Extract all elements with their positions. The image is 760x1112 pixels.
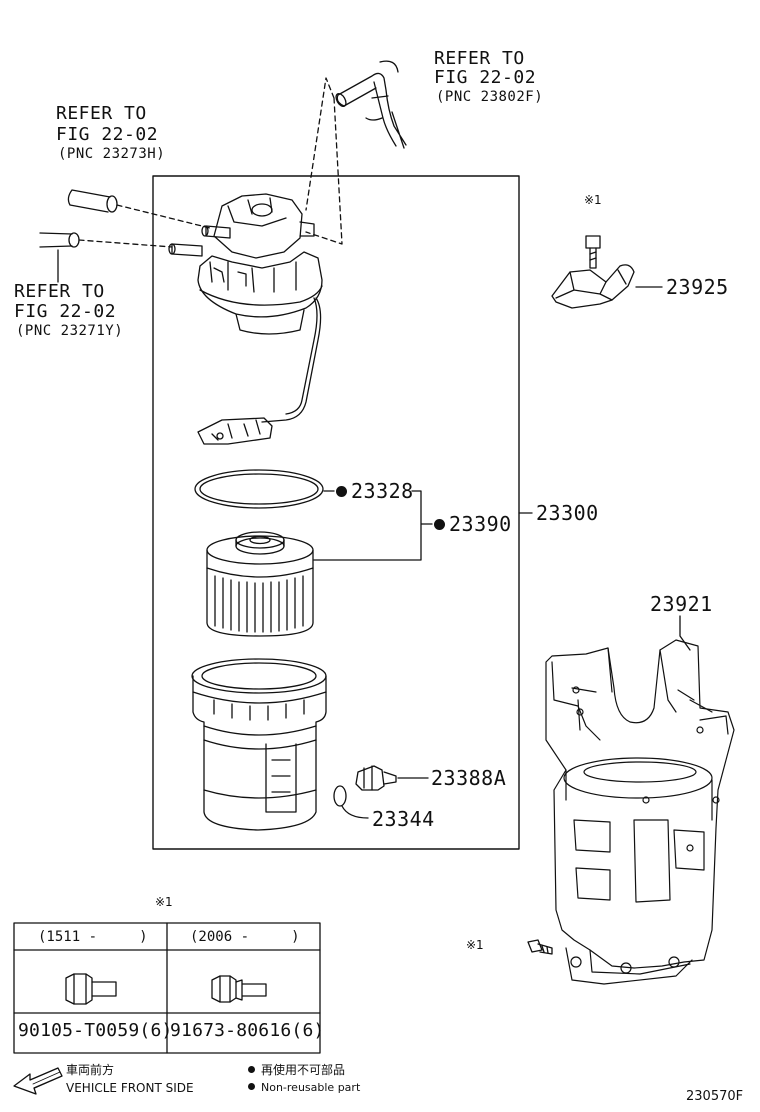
ref-23271y-pnc: (PNC 23271Y) bbox=[16, 323, 124, 339]
ref-23271y-line2: FIG 22-02 bbox=[14, 301, 117, 322]
ref-23271y-line1: REFER TO bbox=[14, 281, 105, 302]
bracket-23925 bbox=[551, 264, 635, 309]
table-col1-part-number: 90105-T0059(6) bbox=[18, 1020, 173, 1041]
leader-23921 bbox=[679, 615, 691, 651]
dashed-line-23273h bbox=[116, 204, 211, 229]
o-ring-23344 bbox=[333, 785, 347, 807]
hose-23273h bbox=[67, 189, 118, 213]
leader-bracket bbox=[313, 490, 433, 561]
bolt-icon-91673 bbox=[211, 975, 267, 1003]
parts-table bbox=[13, 922, 321, 1054]
note-mark-table: ※1 bbox=[155, 895, 173, 909]
dashed-line-23271y bbox=[78, 239, 173, 248]
legend-nonreuse-jp: 再使用不可部品 bbox=[248, 1064, 345, 1076]
nonreusable-dot-icon bbox=[248, 1083, 255, 1090]
table-col1-header: (1511 - ) bbox=[38, 929, 148, 945]
sensor-connector bbox=[197, 417, 273, 445]
nonreusable-dot-icon bbox=[336, 486, 347, 497]
legend-nonreuse-jp-text: 再使用不可部品 bbox=[261, 1063, 346, 1077]
part-23390-number: 23390 bbox=[449, 512, 512, 536]
ref-23802f-line2: FIG 22-02 bbox=[434, 67, 537, 88]
leader-23344 bbox=[341, 805, 369, 819]
bolt-icon-23925 bbox=[585, 235, 601, 269]
ref-23273h-line2: FIG 22-02 bbox=[56, 124, 159, 145]
drain-plug-23388a bbox=[355, 765, 397, 791]
note-mark-23921: ※1 bbox=[466, 938, 484, 952]
figure-code: 230570F bbox=[686, 1089, 744, 1104]
nonreusable-dot-icon bbox=[434, 519, 445, 530]
note-mark-23925: ※1 bbox=[584, 193, 602, 207]
dashed-line-23802f bbox=[305, 77, 343, 245]
part-23344: 23344 bbox=[372, 807, 435, 831]
bracket-23921 bbox=[545, 639, 735, 985]
filter-bowl bbox=[191, 658, 327, 831]
hose-23271y bbox=[39, 232, 80, 248]
bolt-icon-90105 bbox=[65, 973, 117, 1005]
legend-front-en: VEHICLE FRONT SIDE bbox=[66, 1081, 194, 1095]
part-23328-number: 23328 bbox=[351, 479, 414, 503]
hose-23802f bbox=[335, 60, 407, 149]
ref-23273h-pnc: (PNC 23273H) bbox=[58, 146, 166, 162]
o-ring-23328 bbox=[194, 469, 324, 509]
ref-23802f-pnc: (PNC 23802F) bbox=[436, 89, 544, 105]
ref-23802f-line1: REFER TO bbox=[434, 48, 525, 69]
nonreusable-dot-icon bbox=[248, 1066, 255, 1073]
part-23388a: 23388A bbox=[431, 766, 507, 790]
legend-nonreuse-en-text: Non-reusable part bbox=[261, 1081, 361, 1094]
table-col2-header: (2006 - ) bbox=[190, 929, 300, 945]
part-23328: 23328 bbox=[336, 481, 414, 501]
part-23921: 23921 bbox=[650, 592, 713, 616]
legend-front-jp: 車両前方 bbox=[66, 1063, 115, 1077]
sensor-wire bbox=[261, 297, 322, 423]
part-23925: 23925 bbox=[666, 275, 729, 299]
legend-nonreuse-en: Non-reusable part bbox=[248, 1082, 360, 1093]
table-col2-part-number: 91673-80616(6) bbox=[170, 1020, 325, 1041]
ref-23273h-line1: REFER TO bbox=[56, 103, 147, 124]
bolt-icon-23921 bbox=[527, 939, 553, 955]
filter-head bbox=[168, 193, 323, 335]
filter-element-23390 bbox=[206, 531, 314, 637]
part-23300: 23300 bbox=[536, 501, 599, 525]
part-23390: 23390 bbox=[434, 514, 512, 534]
vehicle-front-arrow-icon bbox=[13, 1067, 63, 1095]
